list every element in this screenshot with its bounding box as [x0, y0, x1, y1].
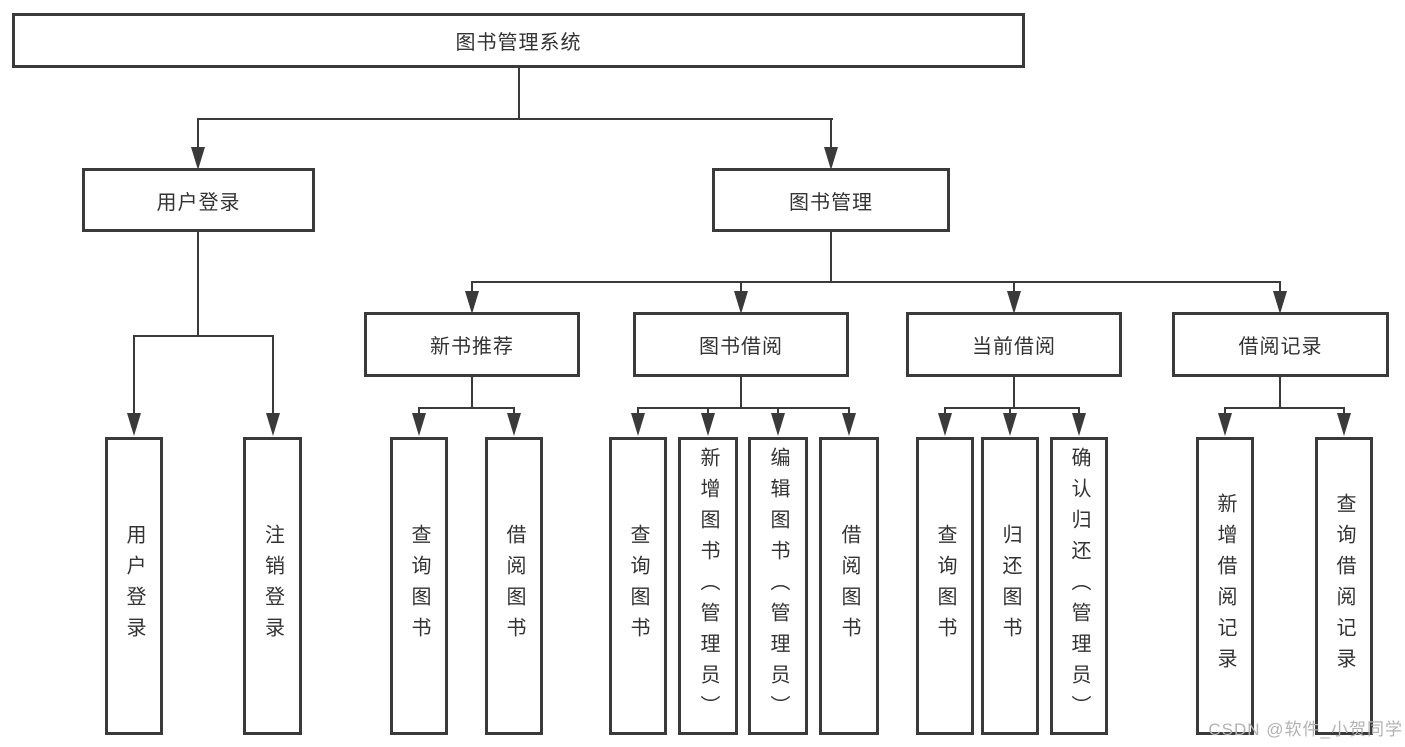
arrowhead-down [1337, 413, 1351, 436]
node-leaf-add-borrow-record: 新增借阅记录 [1196, 437, 1254, 735]
connector-line [1279, 377, 1281, 407]
node-leaf-user-login-label: 用户登录 [123, 524, 145, 648]
node-root-label: 图书管理系统 [455, 32, 582, 54]
connector-line [637, 407, 850, 409]
node-leaf-add-book-admin-label: 新增图书（管理员） [697, 446, 719, 726]
node-leaf-query-books-current-label: 查询图书 [934, 524, 956, 648]
connector-line [471, 281, 473, 293]
node-user-login: 用户登录 [82, 168, 315, 232]
connector-line [471, 377, 473, 407]
connector-line [830, 232, 832, 281]
node-borrowing-records: 借阅记录 [1172, 312, 1389, 377]
connector-line [518, 68, 520, 118]
arrowhead-down [938, 413, 952, 436]
connector-line [740, 281, 742, 293]
connector-line [944, 407, 1080, 409]
node-new-book-recommend-label: 新书推荐 [430, 336, 514, 358]
connector-line [418, 407, 420, 415]
arrowhead-down [631, 413, 645, 436]
arrowhead-down [824, 147, 838, 170]
connector-line [740, 377, 742, 407]
node-leaf-query-borrow-record-label: 查询借阅记录 [1333, 493, 1355, 679]
node-book-management: 图书管理 [712, 168, 950, 232]
arrowhead-down [507, 413, 521, 436]
node-book-borrowing-label: 图书借阅 [699, 336, 783, 358]
node-leaf-confirm-return-admin: 确认归还（管理员） [1050, 437, 1108, 735]
node-root: 图书管理系统 [12, 13, 1025, 68]
connector-line [1078, 407, 1080, 415]
arrowhead-down [842, 413, 856, 436]
connector-line [197, 118, 833, 120]
connector-line [272, 335, 274, 414]
connector-line [777, 407, 779, 415]
node-leaf-query-books-current: 查询图书 [916, 437, 974, 735]
arrowhead-down [1218, 413, 1232, 436]
connector-line [133, 335, 135, 414]
node-leaf-add-book-admin: 新增图书（管理员） [678, 437, 738, 735]
node-leaf-user-login: 用户登录 [105, 437, 163, 735]
arrowhead-down [1273, 291, 1287, 314]
node-book-management-label: 图书管理 [789, 191, 873, 214]
node-leaf-query-borrow-record: 查询借阅记录 [1315, 437, 1373, 735]
connector-line [707, 407, 709, 415]
node-leaf-confirm-return-admin-label: 确认归还（管理员） [1068, 446, 1090, 726]
connector-line [830, 118, 832, 148]
node-current-borrowing: 当前借阅 [906, 312, 1122, 377]
node-borrowing-records-label: 借阅记录 [1238, 336, 1323, 358]
csdn-watermark: CSDN @软件_小贺同学 [1208, 720, 1403, 739]
arrowhead-down [1072, 413, 1086, 436]
node-leaf-borrow-books-borrowing: 借阅图书 [819, 437, 879, 735]
connector-line [1224, 407, 1345, 409]
node-leaf-add-borrow-record-label: 新增借阅记录 [1214, 493, 1236, 679]
node-leaf-borrow-books-recommend: 借阅图书 [485, 437, 543, 735]
node-leaf-query-books-recommend-label: 查询图书 [408, 524, 430, 648]
connector-line [513, 407, 515, 415]
node-leaf-edit-book-admin: 编辑图书（管理员） [748, 437, 808, 735]
arrowhead-down [412, 413, 426, 436]
arrowhead-down [734, 291, 748, 314]
node-leaf-return-book-label: 归还图书 [999, 524, 1021, 648]
node-leaf-query-books-borrowing-label: 查询图书 [627, 524, 649, 648]
arrowhead-down [465, 291, 479, 314]
arrowhead-down [771, 413, 785, 436]
node-leaf-edit-book-admin-label: 编辑图书（管理员） [767, 446, 789, 726]
node-user-login-label: 用户登录 [156, 191, 241, 214]
connector-line [1013, 281, 1015, 293]
connector-line [1224, 407, 1226, 415]
connector-line [944, 407, 946, 415]
arrowhead-down [266, 413, 280, 436]
connector-line [1343, 407, 1345, 415]
node-book-borrowing: 图书借阅 [633, 312, 849, 377]
connector-line [637, 407, 639, 415]
node-new-book-recommend: 新书推荐 [364, 312, 580, 377]
connector-line [197, 118, 199, 148]
node-leaf-borrow-books-recommend-label: 借阅图书 [503, 524, 525, 648]
arrowhead-down [1003, 413, 1017, 436]
connector-line [133, 335, 274, 337]
arrowhead-down [127, 413, 141, 436]
connector-line [471, 281, 1281, 283]
connector-line [197, 232, 199, 335]
connector-line [848, 407, 850, 415]
connector-line [1009, 407, 1011, 415]
node-leaf-logout: 注销登录 [243, 437, 302, 735]
connector-line [418, 407, 515, 409]
node-leaf-query-books-recommend: 查询图书 [390, 437, 448, 735]
node-leaf-borrow-books-borrowing-label: 借阅图书 [838, 524, 860, 648]
arrowhead-down [1007, 291, 1021, 314]
node-leaf-logout-label: 注销登录 [261, 524, 284, 648]
arrowhead-down [191, 147, 205, 170]
node-current-borrowing-label: 当前借阅 [972, 336, 1056, 358]
node-leaf-query-books-borrowing: 查询图书 [609, 437, 667, 735]
connector-line [1013, 377, 1015, 407]
node-leaf-return-book: 归还图书 [981, 437, 1039, 735]
arrowhead-down [701, 413, 715, 436]
connector-line [1279, 281, 1281, 293]
